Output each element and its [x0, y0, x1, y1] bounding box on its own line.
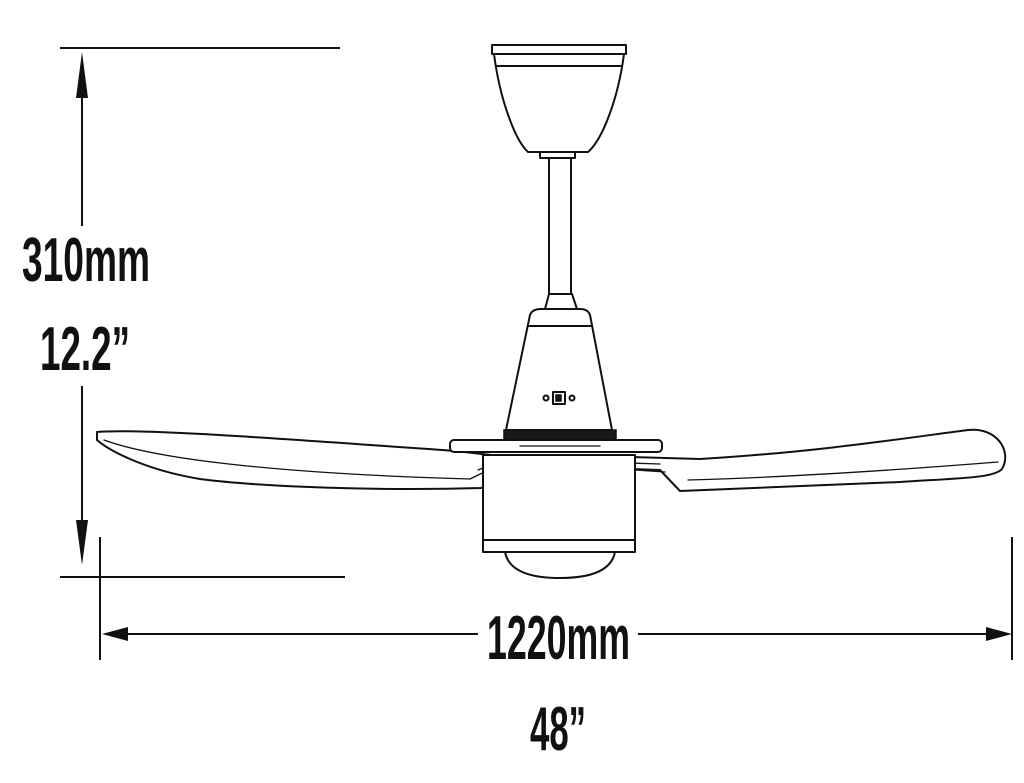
- height-mm-label: 310mm: [22, 226, 150, 295]
- canopy-bowl: [493, 53, 625, 153]
- width-arrowhead-right: [986, 627, 1012, 641]
- width-inch-label: 48”: [530, 695, 586, 764]
- left-blade-outline: [96, 430, 501, 490]
- height-arrowhead-bottom: [76, 520, 88, 565]
- reverse-switch-toggle: [555, 394, 562, 402]
- right-blade-outline: [595, 428, 1007, 492]
- switch-screw-left: [542, 394, 550, 402]
- width-mm-label: 1220mm: [487, 604, 630, 673]
- motor-housing-body: [505, 308, 613, 431]
- downrod: [548, 157, 572, 295]
- width-dimension: 1220mm 48”: [99, 537, 1013, 764]
- motor-bottom-band: [503, 429, 617, 441]
- height-arrowhead-top: [76, 52, 88, 98]
- height-inch-label: 12.2”: [40, 315, 130, 384]
- light-kit: [482, 454, 636, 579]
- width-arrowhead-left: [102, 627, 128, 641]
- right-blade: [595, 428, 1007, 492]
- ceiling-fan-drawing: [96, 44, 1007, 579]
- right-blade-edge-line: [687, 461, 999, 481]
- left-blade: [96, 430, 513, 490]
- light-dome: [504, 551, 616, 579]
- left-blade-edge-line: [103, 439, 471, 480]
- downrod-coupler: [544, 293, 578, 310]
- motor-housing: [503, 308, 617, 441]
- height-dimension: 310mm 12.2”: [22, 47, 345, 578]
- light-kit-body: [482, 454, 636, 553]
- canopy: [491, 44, 627, 159]
- canopy-top-plate: [491, 44, 627, 55]
- switch-screw-right: [568, 394, 576, 402]
